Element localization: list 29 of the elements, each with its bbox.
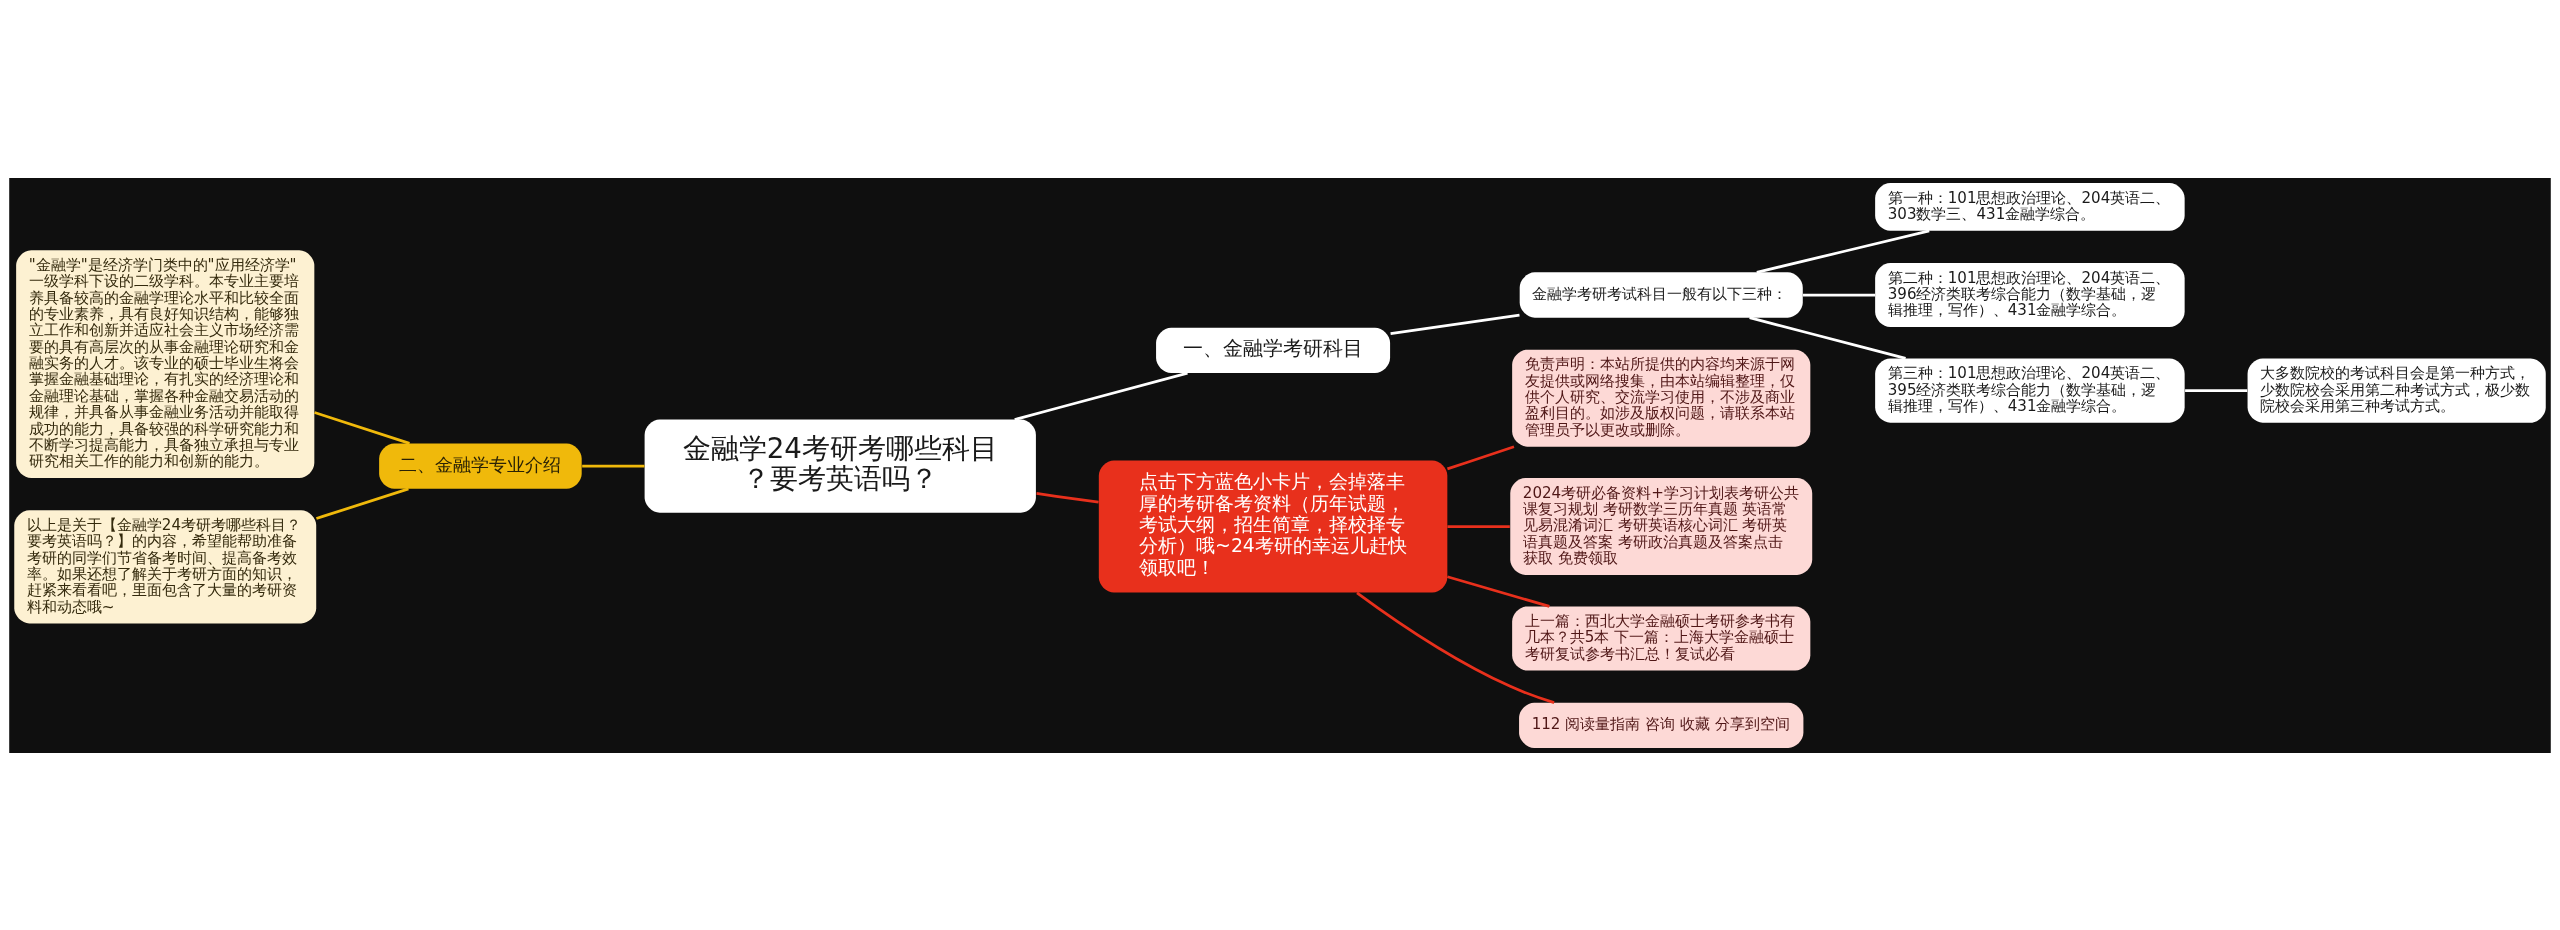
node-box: 以上是关于【金融学24考研考哪些科目？要考英语吗？】的内容，希望能帮助准备考研的同学们节省备考时间、提高备考效率。如果还想了解关于考研方面的知识，赶紧来看看吧，里面包含了大量的考研资料和动态哦~ [14, 509, 317, 623]
node-box: 免责声明：本站所提供的内容均来源于网友提供或网络搜集，由本站编辑整理，仅供个人研究、交流学习使用，不涉及商业盈利目的。如涉及版权问题，请联系本站管理员予以更改或删除。 [1512, 349, 1811, 447]
connector [1036, 491, 1099, 504]
node-box: 第三种：101思想政治理论、204英语二、395经济类联考综合能力（数学基础，逻辑推理，写作）、431金融学综合。 [1875, 358, 2185, 423]
node-box: 大多数院校的考试科目会是第一种方式，少数院校会采用第二种考试方式，极少数院校会采用第三种考试方式。 [2247, 358, 2546, 423]
connector [1014, 371, 1188, 421]
node-box: 上一篇：西北大学金融硕士考研参考书有几本？共5本 下一篇：上海大学金融硕士考研复试参考书汇总！复试必看 [1512, 605, 1811, 671]
node-box: "金融学"是经济学门类中的"应用经济学"一级学科下设的二级学科。本专业主要培养具备较高的金融学理论水平和比较全面的专业素养，具有良好知识结构，能够独立工作和创新并适应社会主义市场经济需要的具有高层次的从事金融理论研究和金融实务的人才。该专业的硕士毕业生将会掌握金融基础理论，有扎实的经济理论和金融理论基础，掌握各种金融交易活动的规律，并具备从事金融业务活动并能取得成功的能力，具备较强的科学研究能力和不断学习提高能力，具备独立承担与专业研究相关工作的能力和创新的能力。 [16, 249, 315, 478]
connector [314, 410, 410, 445]
node-box: 金融学24考研考哪些科目？要考英语吗？ [644, 419, 1036, 513]
connector [1356, 591, 1555, 704]
connector [1447, 444, 1515, 470]
node-box: 一、金融学考研科目 [1156, 327, 1391, 373]
node-box: 二、金融学专业介绍 [379, 443, 582, 489]
node-box: 第一种：101思想政治理论、204英语二、303数学三、431金融学综合。 [1875, 182, 2185, 231]
connector [2185, 388, 2248, 392]
node-box: 点击下方蓝色小卡片，会掉落丰厚的考研备考资料（历年试题，考试大纲，招生简章，择校择专分析）哦~24考研的幸运儿赶快领取吧！ [1098, 459, 1448, 593]
connector [1749, 315, 1906, 360]
connector [1390, 313, 1520, 335]
node-box: 2024考研必备资料+学习计划表考研公共课复习规划 考研数学三历年真题 英语常见易混淆词汇 考研英语核心词汇 考研英语真题及答案 考研政治真题及答案点击获取 免费领取 [1510, 477, 1813, 575]
connector [1756, 229, 1930, 274]
node-box: 金融学考研考试科目一般有以下三种： [1519, 271, 1803, 318]
connector [1447, 574, 1550, 608]
node-box: 第二种：101思想政治理论、204英语二、396经济类联考综合能力（数学基础，逻辑推理，写作）、431金融学综合。 [1875, 262, 2185, 327]
node-box: 112 阅读量指南 咨询 收藏 分享到空间 [1519, 702, 1804, 748]
connector [316, 487, 409, 520]
connector [1803, 293, 1876, 296]
connector [582, 464, 645, 467]
connector [1447, 524, 1510, 528]
